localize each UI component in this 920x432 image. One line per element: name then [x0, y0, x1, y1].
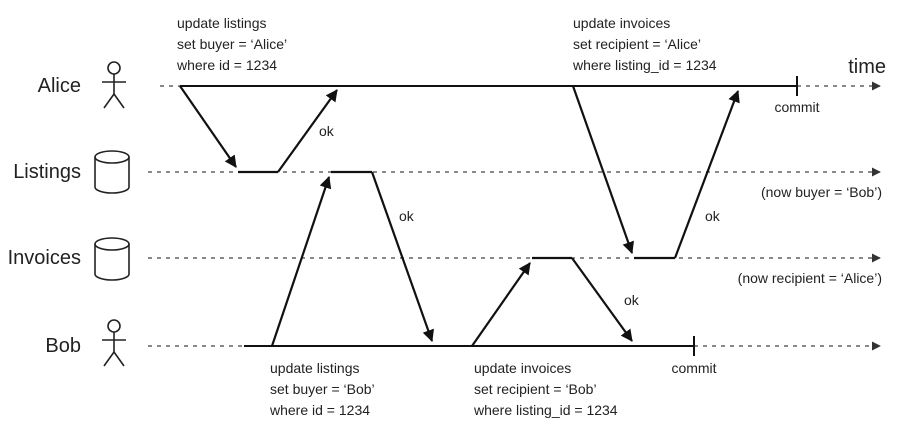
lane-label-listings: Listings — [13, 161, 81, 183]
ok-label-alice-listings: ok — [319, 123, 335, 139]
note-line: set recipient = ‘Alice’ — [573, 36, 701, 52]
listings-state-note: (now buyer = ‘Bob’) — [761, 184, 882, 200]
note-line: set buyer = ‘Bob’ — [270, 381, 375, 397]
bob-update-invoices-note: update invoices set recipient = ‘Bob’ wh… — [473, 360, 618, 418]
alice-listings-request-arrow — [179, 85, 237, 168]
bob-commit-label: commit — [671, 360, 716, 376]
alice-invoices-ok-arrow — [673, 90, 740, 259]
note-line: where listing_id = 1234 — [572, 57, 717, 73]
note-line: where id = 1234 — [176, 57, 277, 73]
note-line: set buyer = ‘Alice’ — [177, 36, 287, 52]
note-line: update listings — [177, 15, 267, 31]
bob-invoices-ok-arrow — [571, 257, 633, 342]
note-line: update invoices — [573, 15, 670, 31]
alice-listings-ok-arrow — [277, 89, 338, 173]
invoices-state-note: (now recipient = ‘Alice’) — [738, 270, 882, 286]
invoices-database-icon — [94, 237, 130, 281]
ok-label-bob-listings: ok — [399, 208, 415, 224]
alice-invoices-request-arrow — [571, 85, 634, 254]
ok-label-bob-invoices: ok — [624, 292, 640, 308]
alice-update-invoices-note: update invoices set recipient = ‘Alice’ … — [572, 15, 717, 73]
time-axis-label: time — [848, 56, 886, 78]
ok-label-alice-invoices: ok — [705, 208, 721, 224]
note-line: where id = 1234 — [269, 402, 370, 418]
bob-update-listings-note: update listings set buyer = ‘Bob’ where … — [269, 360, 375, 418]
note-line: set recipient = ‘Bob’ — [474, 381, 597, 397]
lane-label-invoices: Invoices — [8, 247, 81, 269]
lane-label-alice: Alice — [38, 75, 81, 97]
note-line: update listings — [270, 360, 360, 376]
alice-person-icon — [102, 61, 126, 109]
alice-update-listings-note: update listings set buyer = ‘Alice’ wher… — [176, 15, 287, 73]
note-line: update invoices — [474, 360, 571, 376]
bob-invoices-request-arrow — [471, 262, 531, 347]
lane-label-bob: Bob — [45, 335, 81, 357]
alice-commit-label: commit — [774, 99, 819, 115]
listings-database-icon — [94, 150, 130, 194]
bob-person-icon — [102, 319, 126, 367]
bob-listings-ok-arrow — [370, 171, 434, 342]
note-line: where listing_id = 1234 — [473, 402, 618, 418]
bob-listings-request-arrow — [270, 176, 332, 347]
